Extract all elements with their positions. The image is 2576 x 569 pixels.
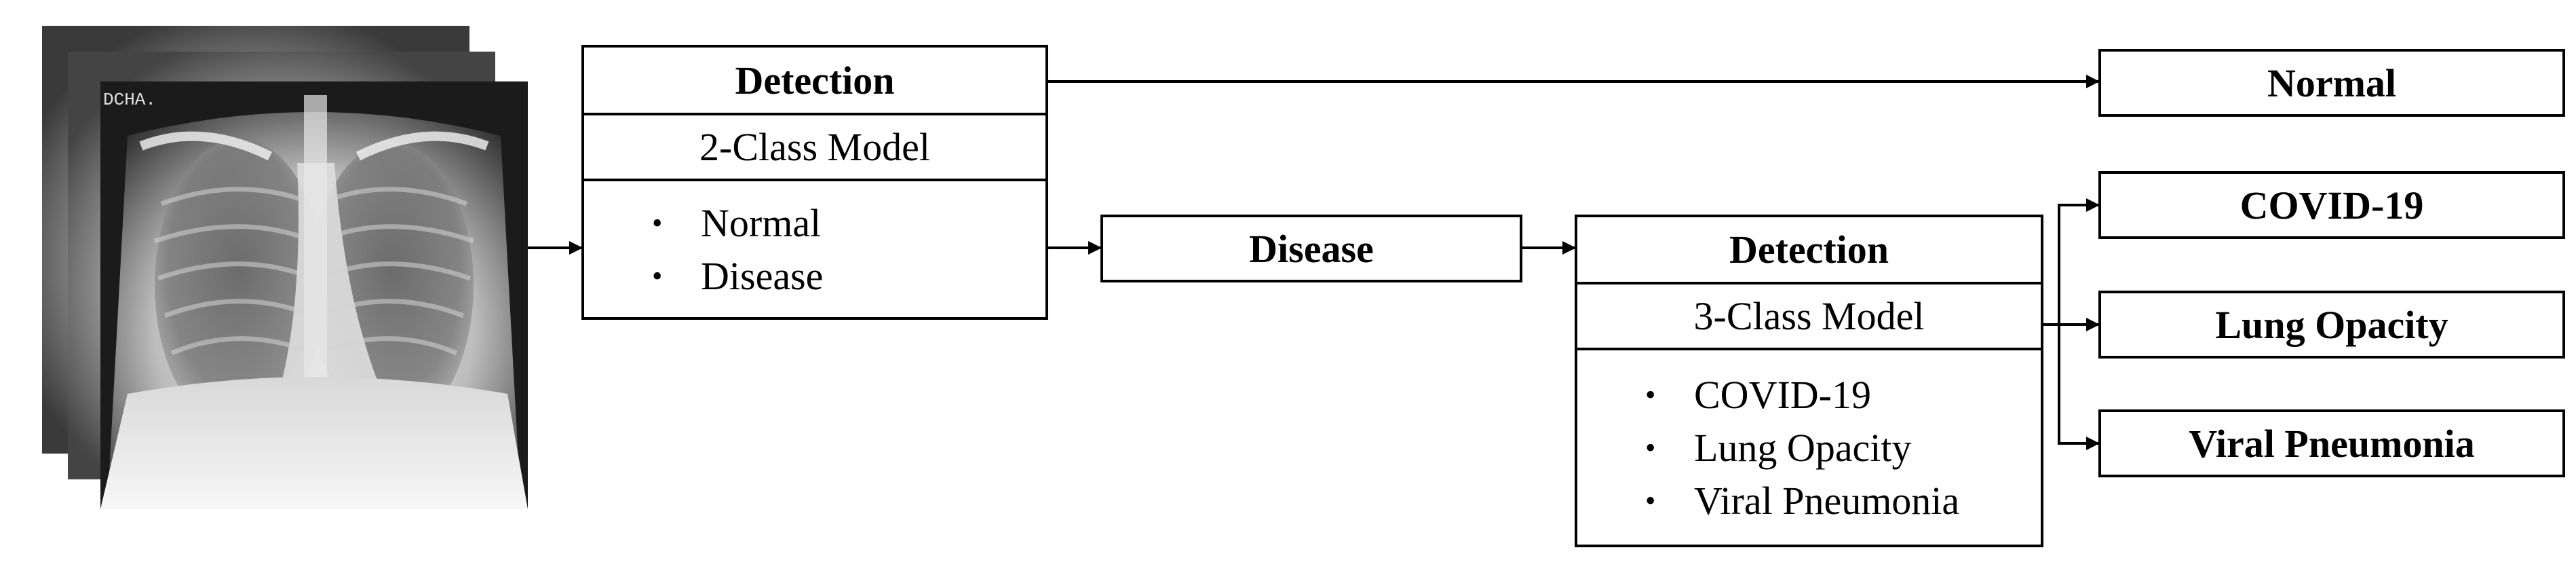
bullet-dot: • (652, 259, 663, 293)
output-viral-pneumonia-box: Viral Pneumonia (2098, 409, 2565, 477)
stage2-header: Detection (1577, 217, 2041, 284)
xray-image-front: DCHA. (100, 81, 528, 509)
output-covid-label: COVID-19 (2239, 183, 2424, 227)
chest-xray-graphic: DCHA. (100, 81, 528, 509)
stage2-class-item: • Viral Pneumonia (1645, 474, 2041, 527)
stage2-class-label: Viral Pneumonia (1694, 478, 1960, 523)
bullet-dot: • (652, 206, 663, 240)
bullet-dot: • (1645, 378, 1656, 411)
output-covid-box: COVID-19 (2098, 171, 2565, 239)
stage1-class-list: • Normal • Disease (584, 181, 1045, 317)
stage2-class-list: • COVID-19 • Lung Opacity • Viral Pneumo… (1577, 350, 2041, 545)
stage1-class-item: • Normal (652, 196, 1045, 249)
disease-box: Disease (1100, 215, 1522, 282)
stage1-detection-block: Detection 2-Class Model • Normal • Disea… (581, 45, 1048, 320)
disease-label: Disease (1249, 226, 1374, 271)
stage1-class-item: • Disease (652, 249, 1045, 302)
bullet-dot: • (1645, 483, 1656, 517)
stage2-class-label: Lung Opacity (1694, 425, 1912, 470)
output-normal-box: Normal (2098, 49, 2565, 117)
stage1-model-label: 2-Class Model (584, 115, 1045, 181)
stage2-model-label: 3-Class Model (1577, 284, 2041, 350)
output-lung-opacity-label: Lung Opacity (2215, 302, 2448, 347)
xray-marker-text: DCHA. (103, 90, 156, 110)
stage1-header: Detection (584, 48, 1045, 115)
stage1-class-label: Disease (701, 253, 824, 298)
stage2-class-item: • Lung Opacity (1645, 421, 2041, 474)
output-normal-label: Normal (2267, 60, 2397, 105)
stage2-class-item: • COVID-19 (1645, 368, 2041, 421)
stage2-detection-block: Detection 3-Class Model • COVID-19 • Lun… (1575, 215, 2043, 547)
bullet-dot: • (1645, 430, 1656, 464)
output-viral-pneumonia-label: Viral Pneumonia (2189, 421, 2475, 466)
output-lung-opacity-box: Lung Opacity (2098, 291, 2565, 359)
stage1-class-label: Normal (701, 200, 822, 245)
stage2-class-label: COVID-19 (1694, 372, 1871, 417)
